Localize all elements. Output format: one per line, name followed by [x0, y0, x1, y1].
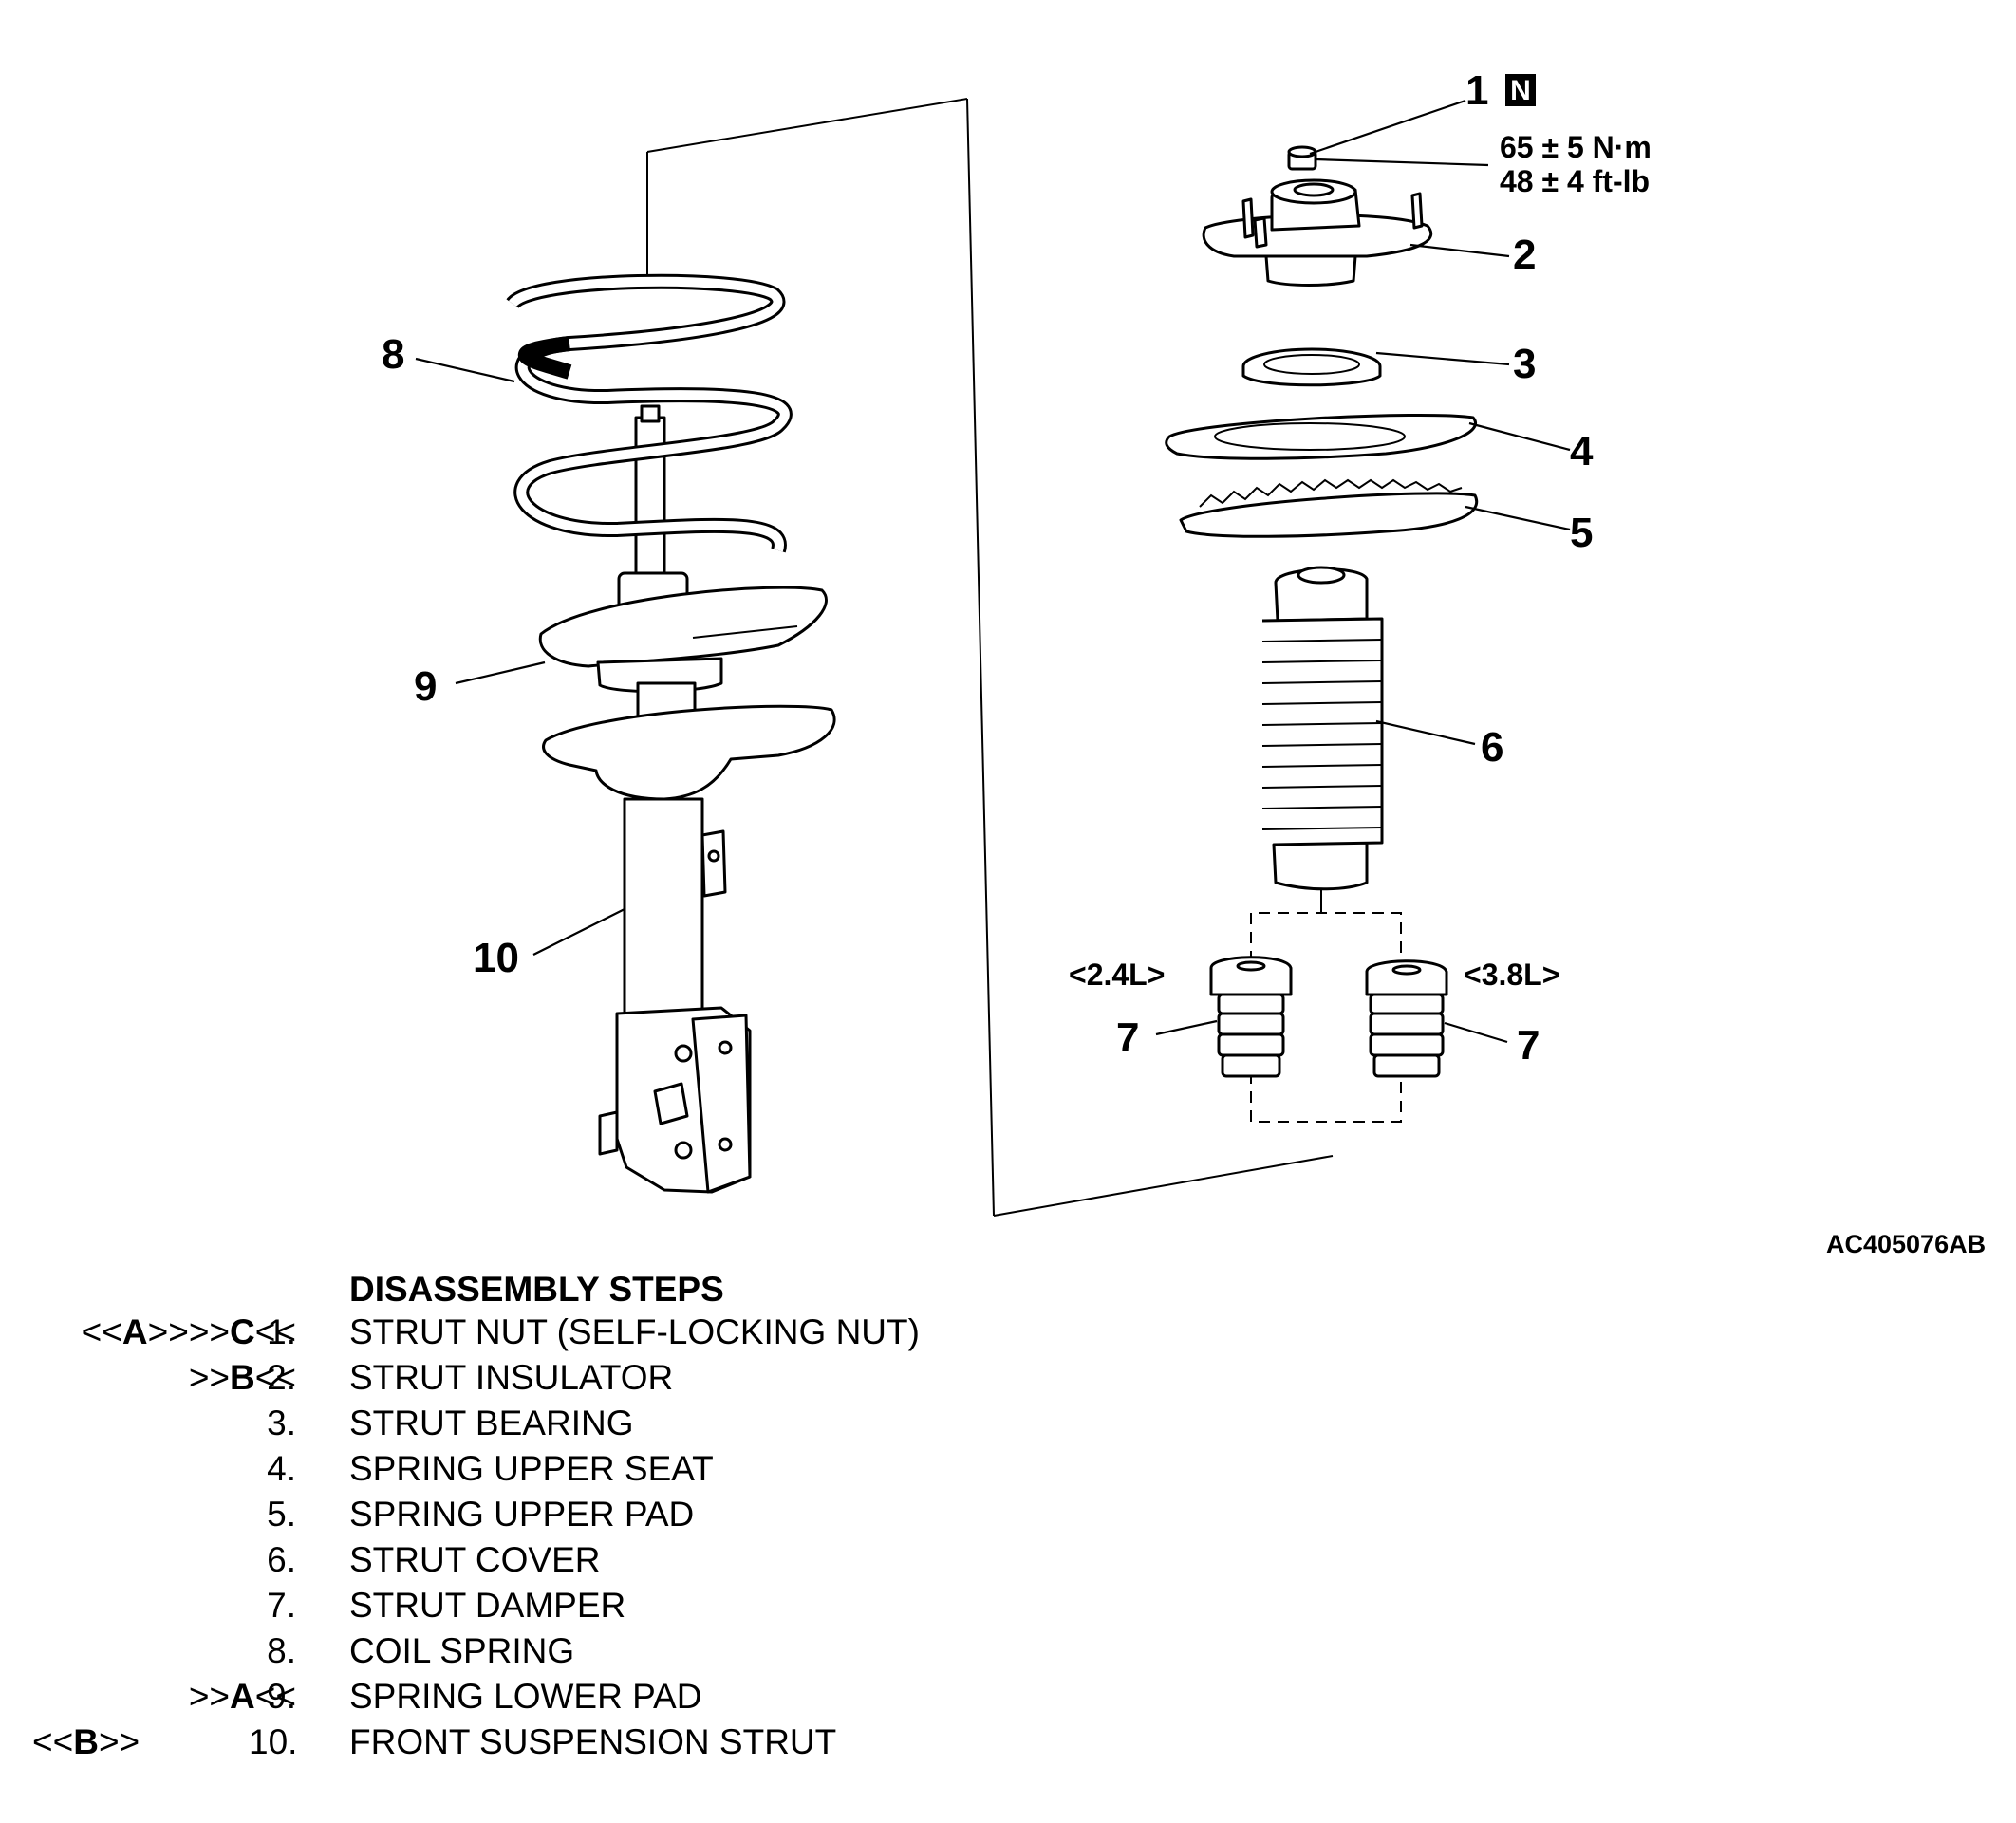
leader-line-9: [455, 660, 546, 685]
step-mark-a-close: >>: [147, 1312, 189, 1351]
step-number: 10.: [249, 1722, 298, 1761]
step-name: STRUT NUT (SELF-LOCKING NUT): [349, 1312, 920, 1351]
step-number: 4.: [267, 1449, 296, 1488]
step-row: 7. STRUT DAMPER: [0, 1586, 1139, 1631]
step-name: SPRING UPPER SEAT: [349, 1449, 714, 1488]
step-row: 3. STRUT BEARING: [0, 1404, 1139, 1449]
leader-line-7a: [1155, 1019, 1218, 1036]
strut-cover: [1261, 566, 1384, 891]
callout-6: 6: [1481, 724, 1503, 771]
step-name: SPRING UPPER PAD: [349, 1495, 695, 1534]
step-number: 8.: [267, 1631, 296, 1670]
step-mark-b-letter: C: [230, 1312, 255, 1351]
step-number: 2.: [267, 1358, 296, 1397]
step-mark-b-open: >>: [188, 1312, 231, 1351]
step-mark-a-close: >>: [98, 1722, 140, 1761]
step-number: 5.: [267, 1495, 296, 1534]
front-suspension-strut: [598, 797, 752, 1194]
step-mark-b-letter: B: [230, 1358, 255, 1397]
callout-7-right: 7: [1517, 1022, 1540, 1069]
step-row: 4. SPRING UPPER SEAT: [0, 1449, 1139, 1495]
variant-bracket: [1250, 1072, 1402, 1123]
leader-line-2: [1409, 243, 1510, 258]
step-name: STRUT INSULATOR: [349, 1358, 674, 1397]
assembly-frame-line: [966, 98, 995, 1217]
leader-line-10: [532, 908, 625, 956]
leader-line-4: [1468, 421, 1571, 452]
step-number: 7.: [267, 1586, 296, 1625]
step-mark-a-letter: A: [121, 1312, 148, 1351]
step-service-marks: >>B<<: [189, 1358, 296, 1398]
step-mark-b-open: >>: [188, 1677, 231, 1716]
step-name: STRUT BEARING: [349, 1404, 634, 1442]
step-mark-b-letter: A: [230, 1677, 255, 1716]
step-name: SPRING LOWER PAD: [349, 1677, 702, 1716]
step-mark-a-open: <<: [32, 1722, 74, 1761]
callout-7-left: 7: [1116, 1014, 1139, 1061]
step-mark-b-close: <<: [254, 1358, 296, 1397]
step-name: STRUT DAMPER: [349, 1586, 626, 1625]
leader-line-6: [1375, 719, 1476, 746]
step-row: 8. COIL SPRING: [0, 1631, 1139, 1677]
callout-8: 8: [382, 331, 404, 378]
spring-lower-pad: [538, 586, 828, 694]
step-mark-a-open: <<: [81, 1312, 122, 1351]
step-row: 5. SPRING UPPER PAD: [0, 1495, 1139, 1540]
callout-10: 10: [473, 935, 519, 981]
torque-imperial: 48 ± 4 ft-lb: [1500, 164, 1650, 198]
callout-1: 1: [1465, 67, 1488, 114]
variant-bracket: [1250, 912, 1402, 962]
step-number: 1.: [267, 1312, 296, 1351]
svg-text:N: N: [1510, 75, 1531, 106]
spring-upper-seat: [1165, 413, 1477, 460]
strut-insulator: [1202, 178, 1433, 287]
leader-line-7b: [1444, 1021, 1508, 1044]
step-name: COIL SPRING: [349, 1631, 575, 1670]
step-mark-b-open: >>: [188, 1358, 231, 1397]
leader-line-torque: [1315, 158, 1489, 167]
step-row: >>B<<2. STRUT INSULATOR: [0, 1358, 1139, 1404]
callout-4: 4: [1570, 428, 1594, 474]
step-number: 3.: [267, 1404, 296, 1442]
steps-title: DISASSEMBLY STEPS: [349, 1270, 724, 1309]
step-name: FRONT SUSPENSION STRUT: [349, 1722, 837, 1761]
step-mark-a-letter: B: [73, 1722, 99, 1761]
figure-id: AC405076AB: [1826, 1230, 1986, 1258]
strut-damper-2.4L: [1209, 956, 1293, 1078]
leader-line-5: [1465, 505, 1571, 531]
engine-label-2.4L: <2.4L>: [1069, 958, 1165, 992]
coil-spring: [506, 273, 793, 553]
leader-line-3: [1375, 351, 1510, 366]
callout-2: 2: [1513, 232, 1536, 278]
step-service-marks: <<A>>>>C<<: [82, 1312, 296, 1352]
callout-9: 9: [414, 663, 437, 710]
leader-line-1: [1309, 99, 1466, 156]
callout-3: 3: [1513, 341, 1536, 387]
assembly-frame-line: [646, 98, 968, 153]
step-number: 9.: [267, 1677, 296, 1716]
strut-nut: [1287, 145, 1317, 171]
assembly-frame-line: [993, 1155, 1334, 1217]
strut-spring-seat: [542, 704, 836, 801]
step-mark-b-close: <<: [254, 1677, 296, 1716]
strut-damper-3.8L: [1365, 959, 1448, 1078]
step-row: >>A<<9. SPRING LOWER PAD: [0, 1677, 1139, 1722]
new-part-badge: N: [1505, 74, 1536, 106]
spring-upper-pad: [1179, 478, 1479, 538]
step-service-marks: <<B>>: [32, 1722, 140, 1762]
engine-label-3.8L: <3.8L>: [1464, 958, 1559, 992]
step-mark-b-close: <<: [254, 1312, 296, 1351]
leader-line-8: [415, 357, 515, 383]
torque-metric: 65 ± 5 N·m: [1500, 130, 1652, 164]
piston-rod: [634, 404, 666, 581]
step-row: <<B>> 10. FRONT SUSPENSION STRUT: [0, 1722, 1139, 1768]
step-number: 6.: [267, 1540, 296, 1579]
step-name: STRUT COVER: [349, 1540, 601, 1579]
step-row: 6. STRUT COVER: [0, 1540, 1139, 1586]
callout-5: 5: [1570, 510, 1593, 556]
strut-bearing: [1241, 347, 1382, 387]
step-service-marks: >>A<<: [189, 1677, 296, 1717]
step-row: <<A>>>>C<<1.STRUT NUT (SELF-LOCKING NUT): [0, 1312, 1139, 1358]
